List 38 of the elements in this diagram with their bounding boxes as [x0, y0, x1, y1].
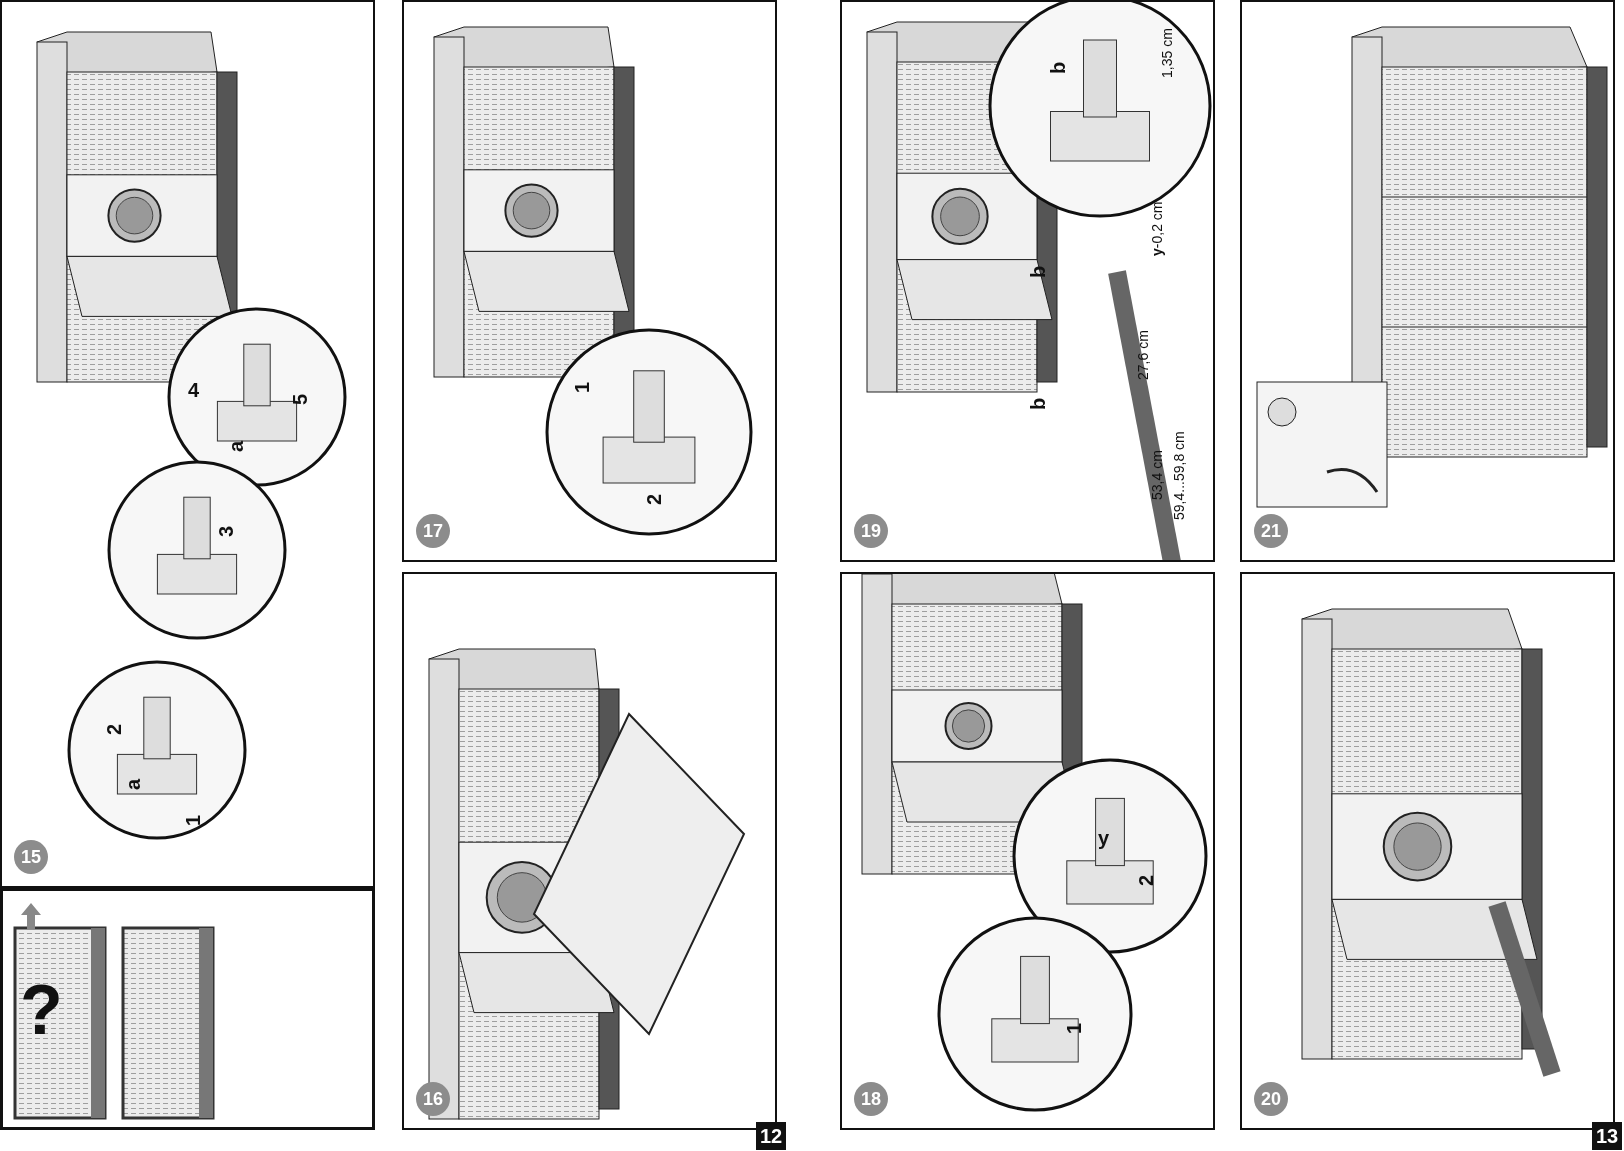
callout-label: y [1098, 828, 1110, 848]
page-number: 13 [1592, 1122, 1623, 1150]
step-number: 21 [1254, 514, 1288, 548]
callout-label: 2 [104, 723, 124, 735]
step-panel [840, 0, 1215, 562]
callout-label: a [226, 440, 246, 452]
callout-label: a [123, 778, 143, 790]
step-number: 17 [416, 514, 450, 548]
step-number: 19 [854, 514, 888, 548]
dimension-text: y-0,2 cm [1150, 201, 1164, 256]
step-number: 20 [1254, 1082, 1288, 1116]
callout-label: 2 [1136, 874, 1156, 886]
page-number: 12 [756, 1122, 787, 1150]
dimension-text: 53,4 cm [1150, 450, 1164, 500]
step-panel [0, 0, 375, 888]
callout-label: b [1028, 265, 1048, 278]
step-number: 16 [416, 1082, 450, 1116]
callout-label: 3 [216, 525, 236, 537]
sub-panel [0, 888, 375, 1130]
step-panel [840, 572, 1215, 1130]
callout-label: 1 [183, 814, 203, 826]
step-panel [1240, 572, 1615, 1130]
step-panel [402, 572, 777, 1130]
step-panel [1240, 0, 1615, 562]
question-mark: ? [20, 975, 63, 1045]
step-panel [402, 0, 777, 562]
callout-label: 4 [188, 380, 200, 400]
dimension-text: 1,35 cm [1160, 28, 1174, 78]
step-number: 18 [854, 1082, 888, 1116]
dimension-text: 59,4...59,8 cm [1172, 431, 1186, 520]
step-number: 15 [14, 840, 48, 874]
callout-label: 1 [572, 381, 592, 393]
callout-label: 1 [1064, 1022, 1084, 1034]
callout-label: b [1048, 61, 1068, 74]
callout-label: b [1028, 397, 1048, 410]
callout-label: 2 [644, 493, 664, 505]
dimension-text: 27,6 cm [1136, 330, 1150, 380]
callout-label: 5 [290, 393, 310, 405]
